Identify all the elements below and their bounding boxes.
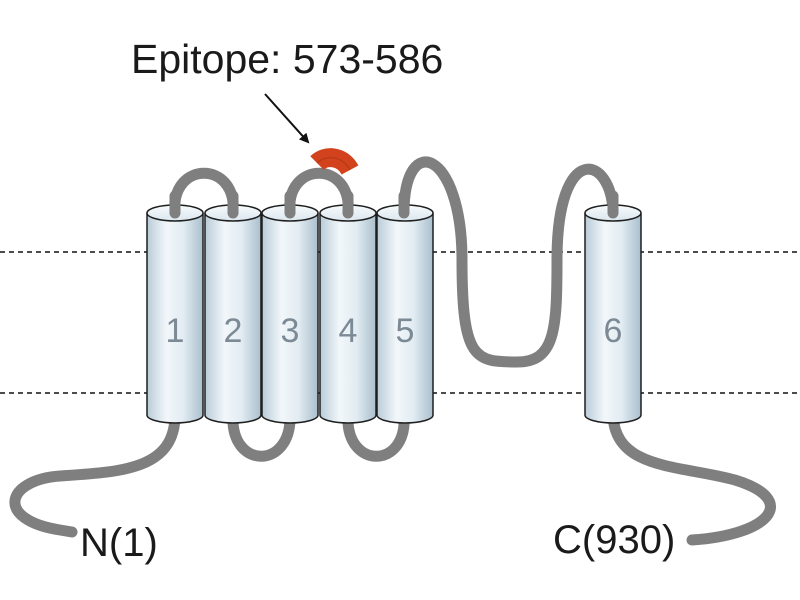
epitope-label: Epitope: 573-586 [131,36,443,82]
helix-2-number: 2 [224,312,243,350]
helix-4: 4 [319,204,377,424]
helix-6-number: 6 [604,312,623,350]
helix-3: 3 [261,204,319,424]
helix-1: 1 [146,204,204,424]
n-terminus-label: N(1) [80,521,158,565]
helix-5: 5 [376,204,434,424]
helix-2: 2 [204,204,262,424]
intracellular-loop-4-5 [342,409,410,462]
intracellular-loop-2-3 [227,409,296,462]
extracellular-loop-5-6 [398,156,619,368]
helix-3-number: 3 [281,312,300,350]
epitope-arrow [264,93,310,144]
helix-4-number: 4 [339,312,358,350]
c-terminal-tail [607,409,776,546]
helix-5-number: 5 [396,312,415,350]
epitope-marker [310,148,359,176]
n-terminal-tail [9,409,181,538]
helix-1-number: 1 [166,312,185,350]
transmembrane-helices: 1 2 3 4 5 6 [146,204,642,424]
c-terminus-label: C(930) [553,518,675,562]
loop-ends [169,190,619,219]
helix-6: 6 [584,204,642,424]
